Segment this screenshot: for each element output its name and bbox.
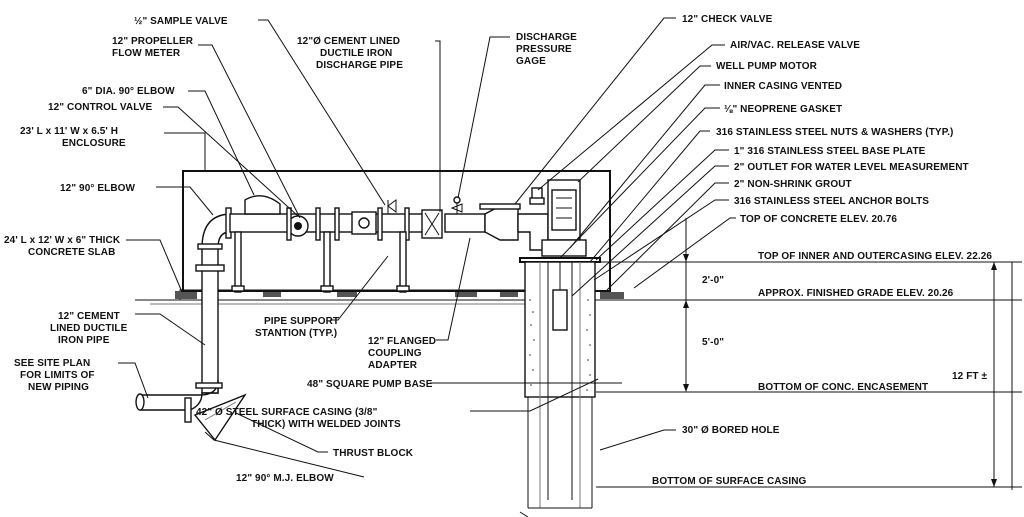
label-top-casing: TOP OF INNER AND OUTERCASING ELEV. 22.26 (758, 251, 992, 262)
label-thrust-block: THRUST BLOCK (333, 448, 414, 459)
label-finished-grade: APPROX. FINISHED GRADE ELEV. 20.26 (758, 288, 954, 299)
callout-labels: ½" SAMPLE VALVE 12" PROPELLER FLOW METER… (4, 14, 992, 487)
label-pressure-gage-1: DISCHARGE (516, 32, 577, 43)
dimension-lines (680, 218, 1013, 490)
label-12in-elbow: 12" 90° ELBOW (60, 183, 136, 194)
label-cement-pipe-3: IRON PIPE (58, 335, 110, 346)
label-site-plan-3: NEW PIPING (28, 382, 89, 393)
well-casing (519, 257, 601, 517)
label-slab-2: CONCRETE SLAB (28, 247, 115, 258)
label-pipe-support-1: PIPE SUPPORT (264, 316, 339, 327)
label-cement-pipe-2: LINED DUCTILE (50, 323, 128, 334)
label-flanged-coupling-2: COUPLING (368, 348, 422, 359)
label-sample-valve: ½" SAMPLE VALVE (134, 16, 228, 27)
label-discharge-pipe-3: DISCHARGE PIPE (316, 60, 403, 71)
label-pump-base: 48" SQUARE PUMP BASE (307, 379, 433, 390)
label-dim-2ft: 2'-0" (702, 275, 724, 286)
label-propeller-meter-1: 12" PROPELLER (112, 36, 194, 47)
concrete-encasement-stipple (529, 299, 591, 391)
label-inner-casing: INNER CASING VENTED (724, 81, 842, 92)
label-mj-elbow: 12" 90° M.J. ELBOW (236, 473, 334, 484)
label-water-level-outlet: 2" OUTLET FOR WATER LEVEL MEASUREMENT (734, 162, 969, 173)
label-slab-1: 24' L x 12' W x 6" THICK (4, 235, 121, 246)
label-flanged-coupling-3: ADAPTER (368, 360, 418, 371)
label-grout: 2" NON-SHRINK GROUT (734, 179, 852, 190)
label-propeller-meter-2: FLOW METER (112, 48, 181, 59)
label-discharge-pipe-1: 12"Ø CEMENT LINED (297, 36, 400, 47)
label-discharge-pipe-2: DUCTILE IRON (320, 48, 392, 59)
thrust-block (193, 393, 247, 442)
label-pipe-support-2: STANTION (TYP.) (255, 328, 337, 339)
label-bored-hole: 30" Ø BORED HOLE (682, 425, 780, 436)
leader-lines (118, 17, 736, 478)
label-pressure-gage-3: GAGE (516, 56, 546, 67)
label-site-plan-2: FOR LIMITS OF (20, 370, 95, 381)
label-bottom-encasement: BOTTOM OF CONC. ENCASEMENT (758, 382, 928, 393)
pipe-supports (231, 231, 410, 293)
label-flanged-coupling-1: 12" FLANGED (368, 336, 436, 347)
label-nuts-washers: 316 STAINLESS STEEL NUTS & WASHERS (TYP.… (716, 127, 953, 138)
label-enclosure-2: ENCLOSURE (62, 138, 126, 149)
label-control-valve: 12" CONTROL VALVE (48, 102, 152, 113)
well-pump-motor (529, 179, 587, 257)
label-enclosure-1: 23' L x 11' W x 6.5' H (20, 126, 118, 137)
label-pressure-gage-2: PRESSURE (516, 44, 572, 55)
label-bottom-surface-casing: BOTTOM OF SURFACE CASING (652, 476, 807, 487)
label-well-pump-motor: WELL PUMP MOTOR (716, 61, 818, 72)
label-neoprene-gasket: ⅛" NEOPRENE GASKET (724, 104, 842, 115)
label-cement-pipe-1: 12" CEMENT (58, 311, 120, 322)
label-air-release: AIR/VAC. RELEASE VALVE (730, 40, 860, 51)
label-dim-12ft: 12 FT ± (952, 371, 987, 382)
label-anchor-bolts: 316 STAINLESS STEEL ANCHOR BOLTS (734, 196, 929, 207)
label-dim-5ft: 5'-0" (702, 337, 724, 348)
label-surface-casing-1: 42" Ø STEEL SURFACE CASING (3/8" (196, 407, 378, 418)
discharge-pipe (135, 195, 549, 423)
label-check-valve: 12" CHECK VALVE (682, 14, 773, 25)
label-top-concrete: TOP OF CONCRETE ELEV. 20.76 (740, 214, 897, 225)
label-base-plate: 1" 316 STAINLESS STEEL BASE PLATE (734, 146, 926, 157)
label-surface-casing-2: THICK) WITH WELDED JOINTS (251, 419, 401, 430)
label-6in-elbow: 6" DIA. 90° ELBOW (82, 86, 175, 97)
label-site-plan-1: SEE SITE PLAN (14, 358, 90, 369)
